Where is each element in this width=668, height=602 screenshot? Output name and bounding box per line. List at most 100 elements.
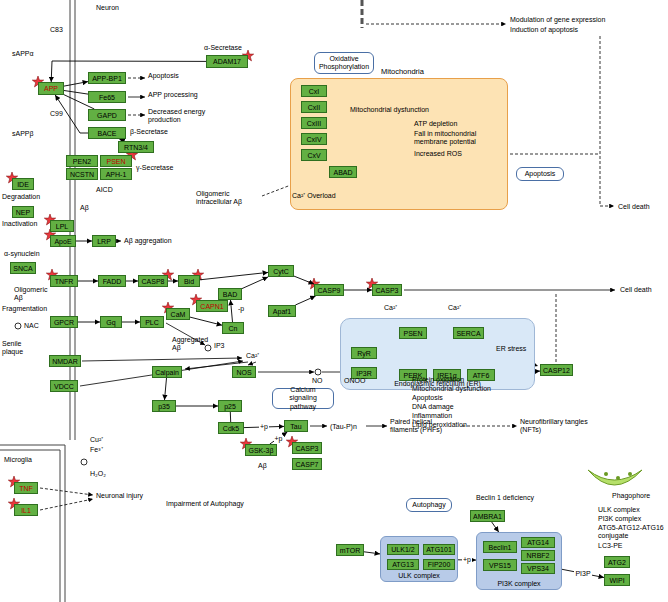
annotation: C99 [50,110,63,118]
annotation: Neuron [96,4,119,12]
node-label: mTOR [340,547,360,554]
gene-box: mTOR [336,544,364,556]
connector [270,432,288,444]
gene-box: Bid [178,275,200,287]
gene-box: Fe65 [88,91,126,103]
annotation: Decreased energy production [148,108,210,124]
node-label: Tau [290,423,301,430]
gene-box: GPCR [50,316,78,328]
annotation: NO [312,377,323,385]
node-label: NEP [16,209,30,216]
annotation: Cu²⁺ [90,436,103,444]
annotation: ULK complex [598,506,640,514]
gene-box: NOS [232,366,256,378]
annotation: Mitochondrial dysfunction [412,385,491,393]
annotation: DNA damage [412,403,454,411]
divider [361,0,364,28]
node-label: TNF [19,485,33,492]
node-label: CAPN1 [200,303,223,310]
gene-box: CAPN1 [196,300,228,312]
gene-box: PLC [140,316,164,328]
connector [231,300,233,322]
node-label: CxV [307,152,320,159]
annotation: ER stress [496,345,526,353]
connector [64,91,88,95]
node-label: CxI [309,88,320,95]
node-label: IDE [17,181,29,188]
node-label: CxII [308,104,320,111]
node-label: NRBF2 [527,552,550,559]
gene-box: GSK-3β [245,444,277,456]
pathway-box: Oxidative Phosphorylation [314,52,374,74]
annotation: Oligomeric intracellular Aβ [196,190,260,206]
annotation: Aβ [258,462,267,470]
gene-box: FIP200 [423,559,455,570]
annotation: β-Secretase [130,128,168,136]
annotation: ATG5-ATG12-ATG16 conjugate [598,524,664,540]
gene-box: NCSTN [66,168,98,180]
annotation: Ca²⁺ [448,304,461,312]
connector-label: +p [462,556,472,563]
connector [562,569,604,577]
annotation: NAC [24,322,39,330]
gene-box: CytC [268,265,294,277]
connector [176,406,218,407]
annotation: Aβ aggregation [124,237,172,245]
node-label: APH-1 [106,171,127,178]
connector-label: +p [274,435,284,442]
node-label: ATF6 [473,372,490,379]
node-label: ATG13 [392,561,414,568]
gene-box: AMBRA1 [470,510,505,522]
node-label: Fe65 [99,94,115,101]
node-label: Calcium signaling pathway [276,386,330,410]
gene-box: LRP [92,235,116,247]
annotation: sAPPα [12,50,34,58]
annotation: Modulation of gene expression [510,16,605,24]
gene-box: PEN2 [66,155,98,167]
gene-box: CxV [301,149,327,161]
annotation: Neurofibrillary tangles (NFTs) [520,418,590,434]
node-label: NMDAR [52,358,78,365]
annotation: Degradation [2,193,40,201]
node-label: CASP7 [296,461,319,468]
connector [492,522,499,532]
gene-box: CxIV [301,133,327,145]
gene-box: APH-1 [100,168,132,180]
gene-box: Apaf1 [268,305,296,317]
gene-box: PSEN [399,327,427,339]
node-label: BACE [97,130,116,137]
annotation: Inactivation [2,220,37,228]
annotation: Ca²⁺ Overload [292,192,336,200]
annotation: -p [238,305,244,313]
gene-box: BAD [218,288,242,300]
node-label: CASP3 [296,445,319,452]
gene-box: WIPI [604,574,630,586]
connector [165,378,167,400]
annotation: IP3 [214,342,225,350]
gene-box: TNFR [50,275,78,287]
gene-box: ApoE [50,235,76,247]
gene-box: ULK1/2 [387,544,419,555]
node-label: ATG14 [527,539,549,546]
gene-box: BACE [88,127,126,139]
gene-box: ATG101 [423,544,455,555]
node-label: CASP9 [318,287,341,294]
node-label: LPL [56,223,68,230]
node-label: PI3K complex [477,580,561,587]
node-label: FIP200 [428,561,451,568]
node-label: CytC [273,268,289,275]
gene-box: Beclin1 [483,541,517,553]
annotation: Oligomeric Aβ [14,286,48,302]
connector [122,322,140,323]
node-label: p25 [224,403,236,410]
gene-box: ATG2 [604,556,630,568]
node-label: VPS34 [527,565,549,572]
annotation: α-synuclein [4,250,40,258]
gene-box: APP-BP1 [88,72,126,84]
phagophore [588,470,642,485]
annotation: ONOO⁻ [344,377,367,385]
annotation: Cell death [620,286,652,294]
gene-box: FADD [98,275,126,287]
gene-box: CxII [301,101,327,113]
annotation: Microglia [4,456,32,464]
